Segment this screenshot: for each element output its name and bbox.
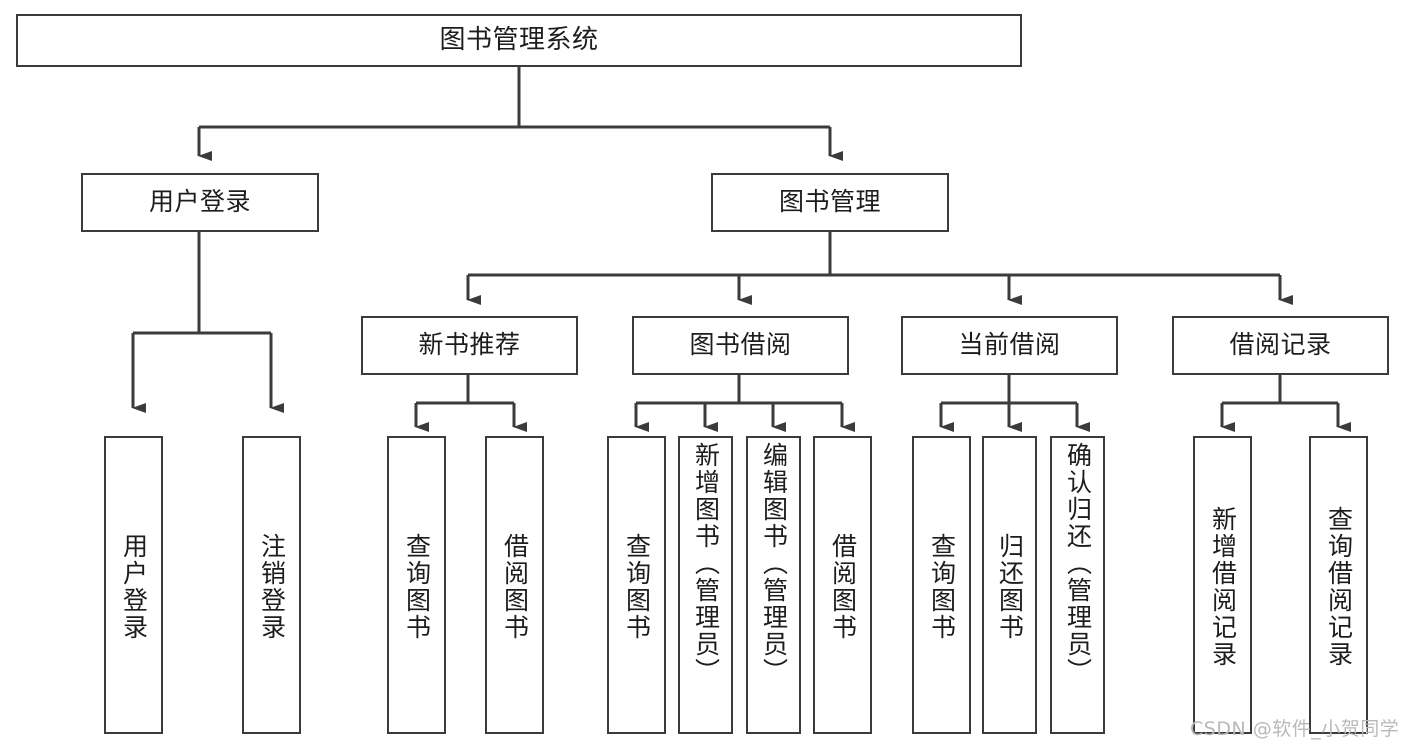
node-leaf-user-login[interactable]: 用户登录 <box>104 436 163 734</box>
node-leaf-return-book[interactable]: 归还图书 <box>982 436 1037 734</box>
node-leaf-query-book-current-label: 查询图书 <box>927 533 957 641</box>
node-borrow-record[interactable]: 借阅记录 <box>1172 316 1389 375</box>
node-leaf-query-book-rec[interactable]: 查询图书 <box>387 436 446 734</box>
node-leaf-return-book-label: 归还图书 <box>995 533 1025 641</box>
node-leaf-logout-label: 注销登录 <box>257 533 287 641</box>
node-leaf-add-record-label: 新增借阅记录 <box>1208 506 1238 668</box>
node-leaf-edit-book-label: 编辑图书（管理员） <box>759 442 789 685</box>
node-user-login-label: 用户登录 <box>148 187 251 217</box>
node-book-manage-label: 图书管理 <box>778 187 881 217</box>
node-leaf-query-record-label: 查询借阅记录 <box>1324 506 1354 668</box>
node-borrow-record-label: 借阅记录 <box>1229 330 1332 360</box>
node-book-borrow[interactable]: 图书借阅 <box>632 316 849 375</box>
node-new-book-recommend[interactable]: 新书推荐 <box>361 316 578 375</box>
node-leaf-borrow-book[interactable]: 借阅图书 <box>813 436 872 734</box>
node-leaf-confirm-return-label: 确认归还（管理员） <box>1063 442 1093 685</box>
node-leaf-add-book[interactable]: 新增图书（管理员） <box>678 436 733 734</box>
node-leaf-add-record[interactable]: 新增借阅记录 <box>1193 436 1252 734</box>
node-user-login[interactable]: 用户登录 <box>81 173 319 232</box>
node-book-borrow-label: 图书借阅 <box>689 330 792 360</box>
node-current-borrow-label: 当前借阅 <box>958 330 1061 360</box>
node-root[interactable]: 图书管理系统 <box>16 14 1022 67</box>
node-book-manage[interactable]: 图书管理 <box>711 173 949 232</box>
node-leaf-borrow-book-rec[interactable]: 借阅图书 <box>485 436 544 734</box>
node-leaf-query-book-rec-label: 查询图书 <box>402 533 432 641</box>
node-leaf-query-book-borrow[interactable]: 查询图书 <box>607 436 666 734</box>
watermark-label: CSDN @软件_小贺同学 <box>1190 718 1400 740</box>
node-root-label: 图书管理系统 <box>439 24 599 55</box>
node-new-book-recommend-label: 新书推荐 <box>418 330 521 360</box>
node-leaf-query-book-borrow-label: 查询图书 <box>622 533 652 641</box>
node-leaf-edit-book[interactable]: 编辑图书（管理员） <box>746 436 801 734</box>
node-leaf-confirm-return[interactable]: 确认归还（管理员） <box>1050 436 1105 734</box>
node-leaf-query-record[interactable]: 查询借阅记录 <box>1309 436 1368 734</box>
node-leaf-user-login-label: 用户登录 <box>119 533 149 641</box>
node-leaf-borrow-book-rec-label: 借阅图书 <box>500 533 530 641</box>
node-current-borrow[interactable]: 当前借阅 <box>901 316 1118 375</box>
node-leaf-borrow-book-label: 借阅图书 <box>828 533 858 641</box>
node-leaf-query-book-current[interactable]: 查询图书 <box>912 436 971 734</box>
node-leaf-add-book-label: 新增图书（管理员） <box>691 442 721 685</box>
node-leaf-logout[interactable]: 注销登录 <box>242 436 301 734</box>
